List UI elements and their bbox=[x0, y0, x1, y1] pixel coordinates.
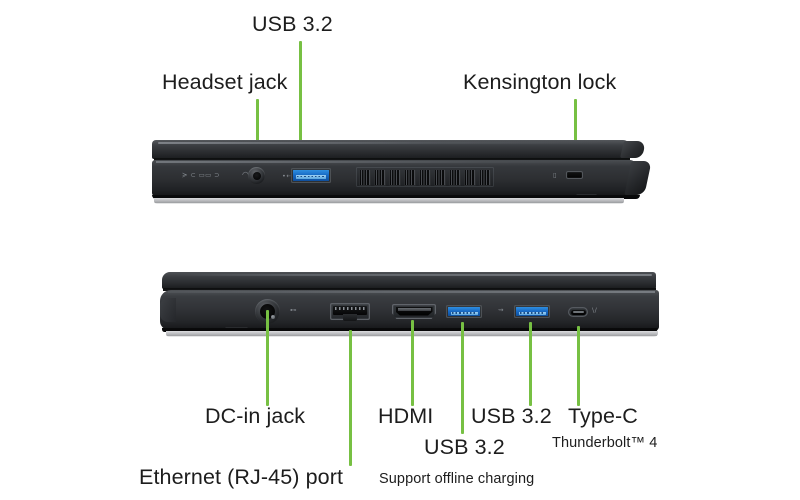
hdmi-port-interior bbox=[395, 307, 433, 316]
leader-headset-jack bbox=[256, 99, 259, 175]
label-usb-32-top: USB 3.2 bbox=[252, 12, 333, 36]
vent-slot bbox=[434, 168, 446, 186]
laptop-hinge-gap-top bbox=[154, 158, 630, 161]
laptop-lid-top bbox=[152, 140, 630, 159]
laptop-hinge-gap-bottom bbox=[163, 288, 656, 291]
label-usb-32-upper: USB 3.2 bbox=[471, 404, 552, 428]
laptop-lid-taper-top bbox=[620, 141, 646, 158]
label-ethernet-port: Ethernet (RJ-45) port bbox=[139, 465, 344, 489]
vent-slot bbox=[359, 168, 371, 186]
headphone-icon: ◠ bbox=[242, 170, 249, 179]
headset-jack-port[interactable] bbox=[248, 167, 265, 184]
label-dc-in-jack: DC-in jack bbox=[205, 404, 306, 428]
label-type-c: Type-C bbox=[568, 404, 638, 428]
usb-a-tongue-2 bbox=[519, 311, 546, 315]
leader-type-c bbox=[577, 326, 580, 406]
usb-a-port-2[interactable] bbox=[514, 305, 550, 318]
power-icon: ⊷ bbox=[290, 306, 297, 314]
usb-a-interior-1 bbox=[448, 307, 480, 316]
usb-icon: •⇠• bbox=[282, 172, 297, 180]
headset-jack-hole bbox=[252, 171, 261, 180]
label-offline-charging-note: Support offline charging bbox=[379, 471, 535, 487]
vent-slot bbox=[449, 168, 461, 186]
label-headset-jack: Headset jack bbox=[162, 70, 288, 94]
label-thunderbolt-4: Thunderbolt™ 4 bbox=[552, 435, 658, 451]
usb-c-icon: \/ bbox=[592, 306, 598, 314]
usb-a-tongue-top bbox=[296, 175, 326, 179]
leader-hdmi bbox=[411, 320, 414, 406]
usb-a-interior-2 bbox=[516, 307, 548, 316]
kensington-lock-slot[interactable] bbox=[566, 171, 583, 179]
vent-slot bbox=[374, 168, 386, 186]
ethernet-rj45-port[interactable] bbox=[330, 303, 370, 321]
vent-slot bbox=[464, 168, 476, 186]
usb-type-c-interior bbox=[570, 309, 586, 315]
label-usb-32-lower: USB 3.2 bbox=[424, 435, 505, 459]
vent-slot bbox=[389, 168, 401, 186]
vent-slot bbox=[404, 168, 416, 186]
hdmi-port[interactable] bbox=[392, 304, 436, 319]
usb-type-c-port[interactable] bbox=[568, 307, 588, 317]
dc-in-jack-pin bbox=[270, 314, 275, 319]
laptop-silver-bottom-edge-top bbox=[154, 198, 624, 206]
label-kensington-lock: Kensington lock bbox=[463, 70, 617, 94]
usb-a-tongue-1 bbox=[451, 311, 478, 315]
usb-a-port-1[interactable] bbox=[446, 305, 482, 318]
laptop-underside-shadow-bottom bbox=[162, 328, 658, 332]
lock-icon: ▯ bbox=[553, 171, 557, 179]
laptop-right-side-view: ⊷ ⊐⊐ ⇝ \/ bbox=[160, 272, 660, 342]
vent-slot bbox=[479, 168, 491, 186]
leader-kensington-lock bbox=[574, 99, 577, 179]
laptop-left-side-view: ≽ ⊂ ▭▭ ⊃ ◠ •⇠• ▯ bbox=[152, 140, 652, 210]
leader-usb-32-upper bbox=[529, 322, 532, 406]
laptop-underside-shadow-top bbox=[152, 195, 640, 199]
label-hdmi: HDMI bbox=[378, 404, 434, 428]
ethernet-port-interior bbox=[333, 305, 367, 315]
laptop-rounded-corner-bottom bbox=[160, 298, 176, 322]
leader-usb-32-top bbox=[299, 41, 302, 175]
usb-icon-right: ⇝ bbox=[498, 306, 504, 314]
vent-slot bbox=[419, 168, 431, 186]
laptop-base-top bbox=[152, 160, 636, 196]
leader-dc-in-jack bbox=[266, 310, 269, 406]
usb-a-interior-top bbox=[293, 170, 329, 181]
power-mark-silkscreen: ≽ ⊂ ▭▭ ⊃ bbox=[182, 171, 221, 179]
leader-usb-32-lower bbox=[461, 322, 464, 434]
laptop-lid-bottom bbox=[162, 272, 656, 289]
ethernet-clip-notch bbox=[343, 314, 357, 321]
leader-ethernet-port bbox=[349, 330, 352, 466]
usb-a-port-top[interactable] bbox=[291, 168, 331, 183]
vent-grille bbox=[356, 167, 494, 187]
